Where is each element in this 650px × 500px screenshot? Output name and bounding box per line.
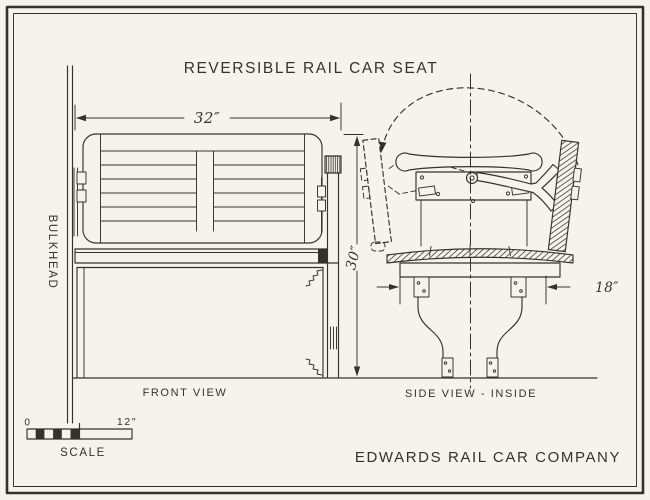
- dimension-30: 30″: [343, 134, 365, 377]
- scale-bar: 0 12″ SCALE: [24, 416, 137, 459]
- front-view-drawing: 32″: [73, 102, 365, 399]
- dimension-18: 18″: [376, 275, 619, 305]
- armrest-knob: [324, 155, 342, 174]
- handle-bar: [395, 152, 543, 172]
- scale-zero-label: 0: [24, 418, 31, 429]
- scale-label: SCALE: [60, 447, 106, 459]
- seat-back-board-ghost: [359, 137, 392, 245]
- seat-back-board: [547, 139, 582, 253]
- arc-arrowhead: [379, 141, 387, 153]
- dimension-32: 32″: [74, 102, 342, 131]
- company-name: EDWARDS RAIL CAR COMPANY: [355, 449, 621, 466]
- dimension-18-text: 18″: [595, 280, 619, 296]
- side-view-label: SIDE VIEW - INSIDE: [405, 388, 537, 400]
- bulkhead-wall: BULKHEAD: [46, 65, 74, 424]
- seat-back-front: [82, 133, 323, 244]
- aisle-post: [326, 172, 340, 379]
- scale-max-label: 12″: [117, 416, 137, 428]
- seat-base-box: [76, 266, 324, 379]
- dimension-32-text: 32″: [194, 109, 220, 127]
- left-hinge-bracket: [73, 167, 87, 237]
- front-view-label: FRONT VIEW: [143, 387, 228, 399]
- ghost-board-end-cap: [370, 241, 386, 252]
- border-frame: [5, 5, 645, 495]
- seat-back-slats: [100, 150, 305, 222]
- pedestal-feet: [441, 357, 499, 378]
- pivot-bolt: [465, 171, 479, 185]
- pedestal-upper-brackets: [413, 276, 527, 298]
- side-view-drawing: 18″ SIDE VIEW - INSIDE: [359, 73, 619, 400]
- seat-cushion-front: [74, 248, 339, 264]
- seat-cushion-side: [386, 244, 574, 264]
- right-hinge-bracket: [317, 177, 326, 235]
- dimension-30-text: 30″: [343, 244, 365, 272]
- rotation-arc: [379, 87, 581, 171]
- seat-back-center-divider: [196, 150, 214, 232]
- bulkhead-label: BULKHEAD: [46, 215, 58, 290]
- fork-arm: [476, 163, 561, 212]
- drawing-title: REVERSIBLE RAIL CAR SEAT: [184, 60, 439, 77]
- pedestal: [399, 262, 561, 378]
- corner-scroll-brackets: [305, 269, 323, 376]
